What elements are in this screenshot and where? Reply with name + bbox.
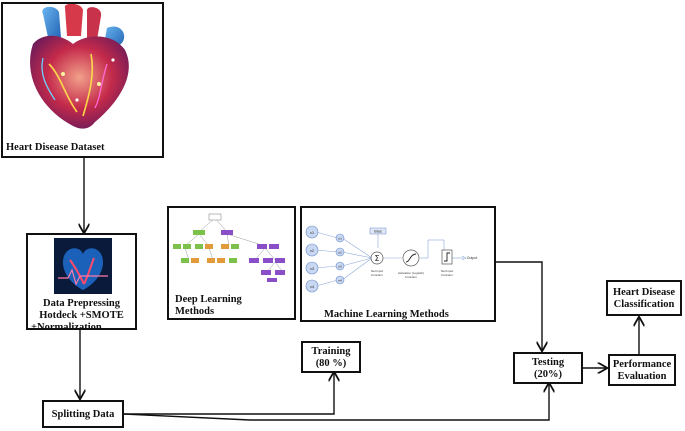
- sum-symbol: Σ: [374, 254, 379, 263]
- deep-learning-label-line1: Deep Learning: [175, 294, 242, 305]
- activation-label-2: Function: [405, 275, 417, 279]
- classification-label-line2: Classification: [613, 299, 675, 310]
- testing-label: Testing (20%): [515, 357, 581, 381]
- preprocessing-label-line3: +Normalization: [31, 322, 102, 333]
- neuron-diagram: x1 x2 x3 x4 w1 w2 w3 w4 Bias Σ Net Input…: [305, 225, 478, 293]
- preprocessing-label-line1: Data Prepressing: [43, 298, 120, 309]
- arrow-ml-to-testing: [495, 261, 542, 350]
- threshold-label-1: Net Input: [441, 269, 453, 273]
- performance-label-line2: Evaluation: [617, 371, 667, 382]
- training-box: Training (80 %): [301, 341, 361, 373]
- weight-w3: w3: [338, 265, 342, 269]
- classification-label-line1: Heart Disease: [612, 287, 676, 298]
- input-x4: x4: [310, 284, 315, 289]
- preprocessing-label: Data Prepressing Hotdeck +SMOTE +Normali…: [28, 298, 135, 334]
- preprocessing-box: Data Prepressing Hotdeck +SMOTE +Normali…: [26, 233, 137, 333]
- testing-box: Testing (20%): [513, 352, 583, 384]
- performance-box: Performance Evaluation: [608, 354, 676, 386]
- preprocessing-label-line2: Hotdeck +SMOTE: [39, 310, 124, 321]
- testing-label-line2: (20%): [534, 369, 562, 380]
- arrow-splitting-to-testing: [123, 384, 549, 421]
- performance-label: Performance Evaluation: [610, 359, 674, 383]
- input-x1: x1: [310, 230, 315, 235]
- deep-learning-label: Deep Learning Methods: [175, 294, 242, 318]
- testing-label-line1: Testing: [531, 357, 565, 368]
- decision-tree-image: [173, 213, 285, 282]
- training-label-line1: Training: [311, 346, 351, 357]
- input-x3: x3: [310, 266, 315, 271]
- threshold-label-2: Function: [441, 273, 453, 277]
- weight-w1: w1: [338, 237, 342, 241]
- training-label-line2: (80 %): [315, 358, 347, 369]
- machine-learning-label: Machine Learning Methods: [324, 309, 449, 320]
- net-input-label-1: Net Input: [371, 269, 383, 273]
- activation-label-1: Activation (Logistic): [398, 271, 424, 275]
- net-input-label-2: Function: [371, 273, 383, 277]
- training-label: Training (80 %): [303, 346, 359, 370]
- weight-w4: w4: [338, 279, 342, 283]
- performance-label-line1: Performance: [612, 359, 672, 370]
- machine-learning-box: x1 x2 x3 x4 w1 w2 w3 w4 Bias Σ Net Input…: [300, 206, 496, 322]
- dataset-label: Heart Disease Dataset: [6, 142, 105, 153]
- weight-w2: w2: [338, 251, 342, 255]
- preprocessing-heart-image: [54, 238, 112, 294]
- input-x2: x2: [310, 248, 315, 253]
- splitting-label: Splitting Data: [51, 409, 115, 420]
- deep-learning-label-line2: Methods: [175, 306, 215, 317]
- classification-box: Heart Disease Classification: [606, 280, 682, 316]
- bias-label: Bias: [374, 229, 382, 234]
- classification-label: Heart Disease Classification: [608, 287, 680, 311]
- deep-learning-box: Deep Learning Methods: [167, 206, 296, 320]
- dataset-box: Heart Disease Dataset: [1, 2, 164, 158]
- splitting-box: Splitting Data: [42, 400, 124, 428]
- heart-image: [30, 4, 129, 129]
- arrow-splitting-to-training: [124, 373, 334, 415]
- output-label: Output: [467, 256, 478, 260]
